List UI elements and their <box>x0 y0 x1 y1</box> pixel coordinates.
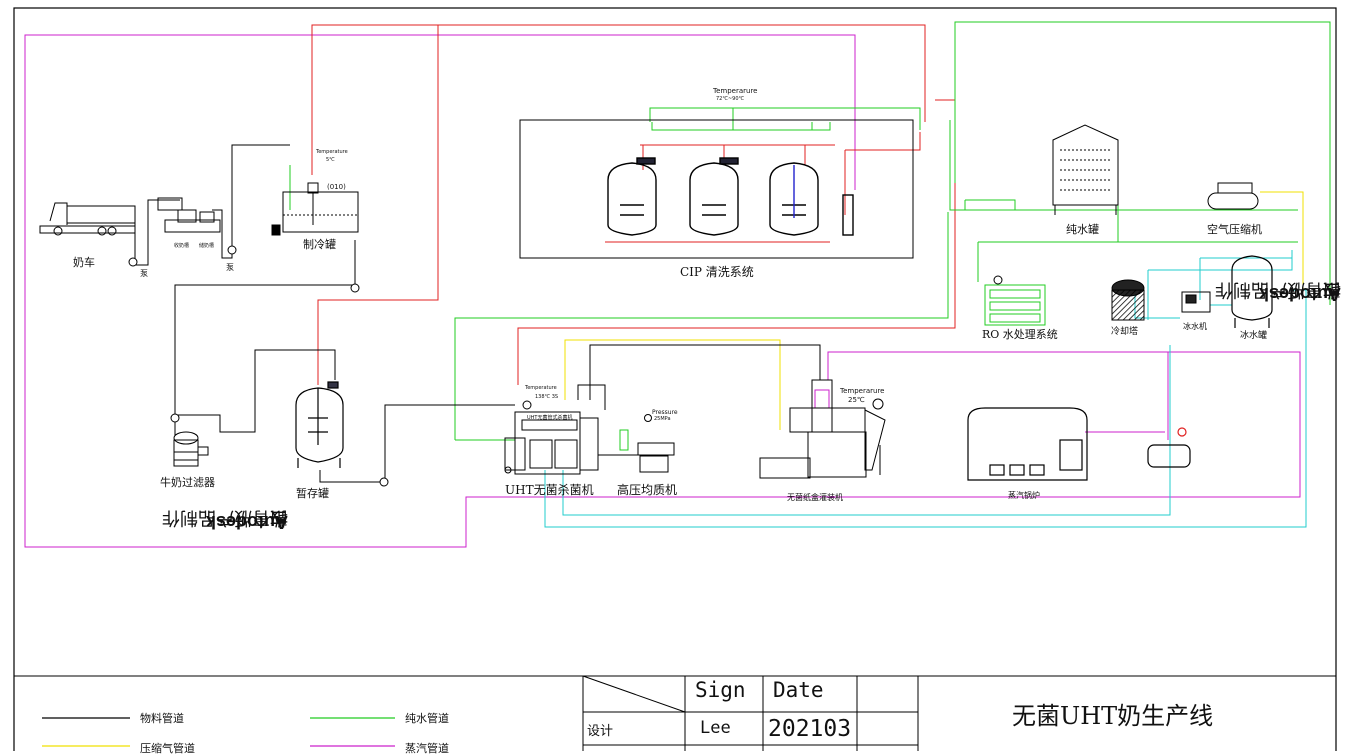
label-filler-temp: Temperarure <box>840 387 885 395</box>
title-block-date-header: Date <box>773 678 824 702</box>
homogenizer-icon <box>619 414 675 473</box>
label-homogenizer: 高压均质机 <box>617 483 678 497</box>
label-holding-tank: 暂存罐 <box>296 487 329 500</box>
label-chiller-tank: 制冷罐 <box>303 238 336 251</box>
label-milk-filter: 牛奶过滤器 <box>160 476 215 489</box>
label-cip-temp: Temperarure <box>713 87 758 95</box>
legend-label-material: 物料管道 <box>140 712 184 725</box>
watermark-suffix: 教育版产品制作 <box>1215 280 1341 300</box>
ice-machine-icon <box>1181 291 1211 313</box>
title-block-date: 202103 <box>768 716 852 742</box>
label-chiller-code: (010) <box>327 183 346 191</box>
air-compressor-icon <box>1207 182 1259 210</box>
receiving-tanks-icon <box>157 197 221 233</box>
title-block <box>582 675 919 751</box>
cooling-water-pipeline <box>544 250 1307 528</box>
chiller-tank-icon <box>271 182 359 236</box>
legend-label-compressed-air: 压缩气管道 <box>140 742 195 755</box>
label-uht-sterilizer: UHT无菌杀菌机 <box>505 483 594 497</box>
pure-water-tank-icon <box>1052 124 1119 215</box>
label-cooling-tower: 冷却塔 <box>1111 327 1139 337</box>
pump-icon <box>128 245 512 487</box>
cip-enclosure <box>519 119 914 259</box>
watermark-right: 由 Autodesk 教育版产品制作 <box>1215 278 1345 540</box>
label-tank-a: 收奶槽 <box>174 243 190 249</box>
aseptic-filler-icon <box>759 379 886 479</box>
label-pump-1: 泵 <box>140 269 148 278</box>
label-cip-system: CIP 清洗系统 <box>680 265 754 279</box>
watermark-left: 由 Autodesk 教育版产品制作 <box>0 300 288 560</box>
label-air-compressor: 空气压缩机 <box>1207 223 1262 236</box>
label-chiller-temp: Temperature <box>316 149 348 155</box>
material-pipeline <box>134 144 881 483</box>
label-chiller-temp-value: 5℃ <box>326 157 335 163</box>
label-homog-pressure-value: 25MPa <box>654 416 671 422</box>
label-ro-system: RO 水处理系统 <box>982 328 1058 341</box>
label-uht-temp-value: 138℃ 3S <box>535 394 559 400</box>
hot-water-pipeline <box>311 24 956 385</box>
title-block-sign-header: Sign <box>695 678 746 702</box>
label-uht-panel: UHT无菌管式杀菌机 <box>527 415 573 421</box>
label-homog-pressure: Pressure <box>652 409 678 416</box>
label-milk-truck: 奶车 <box>73 256 95 269</box>
ice-water-tank-icon <box>1231 255 1273 328</box>
cip-tanks-icon <box>607 157 854 236</box>
steam-pipeline <box>24 34 1301 548</box>
label-filler-temp-value: 25℃ <box>848 396 865 404</box>
holding-tank-icon <box>295 381 344 468</box>
drawing-title: 无菌UHT奶生产线 <box>1012 702 1214 730</box>
label-ice-water-tank: 冰水罐 <box>1240 331 1268 341</box>
title-block-signer: Lee <box>700 718 731 738</box>
label-pure-water-tank: 纯水罐 <box>1066 223 1099 236</box>
milk-truck-icon <box>39 202 136 236</box>
cooling-tower-icon <box>1111 279 1145 321</box>
title-block-role: 设计 <box>587 724 614 739</box>
compressed-air-pipeline <box>564 191 1304 430</box>
label-cip-temp-value: 72℃~90℃ <box>716 96 745 102</box>
steam-boiler-icon <box>967 407 1191 481</box>
drawing-frame <box>13 7 1337 751</box>
uht-sterilizer-icon <box>504 400 599 475</box>
label-pump-2: 泵 <box>226 263 234 272</box>
label-boiler: 蒸汽锅炉 <box>1008 491 1040 500</box>
milk-filter-icon <box>173 431 209 467</box>
label-uht-temp: Temperature <box>525 385 557 391</box>
legend <box>42 717 395 747</box>
pure-water-pipeline <box>289 21 1331 441</box>
ro-system-icon <box>984 275 1046 326</box>
label-filler: 无菌纸盒灌装机 <box>787 493 843 502</box>
legend-label-steam: 蒸汽管道 <box>405 742 449 755</box>
label-ice-machine: 冰水机 <box>1183 322 1207 331</box>
label-tank-b: 储奶槽 <box>199 243 215 249</box>
legend-label-pure-water: 纯水管道 <box>405 712 449 725</box>
watermark-suffix: 教育版产品制作 <box>162 508 288 528</box>
